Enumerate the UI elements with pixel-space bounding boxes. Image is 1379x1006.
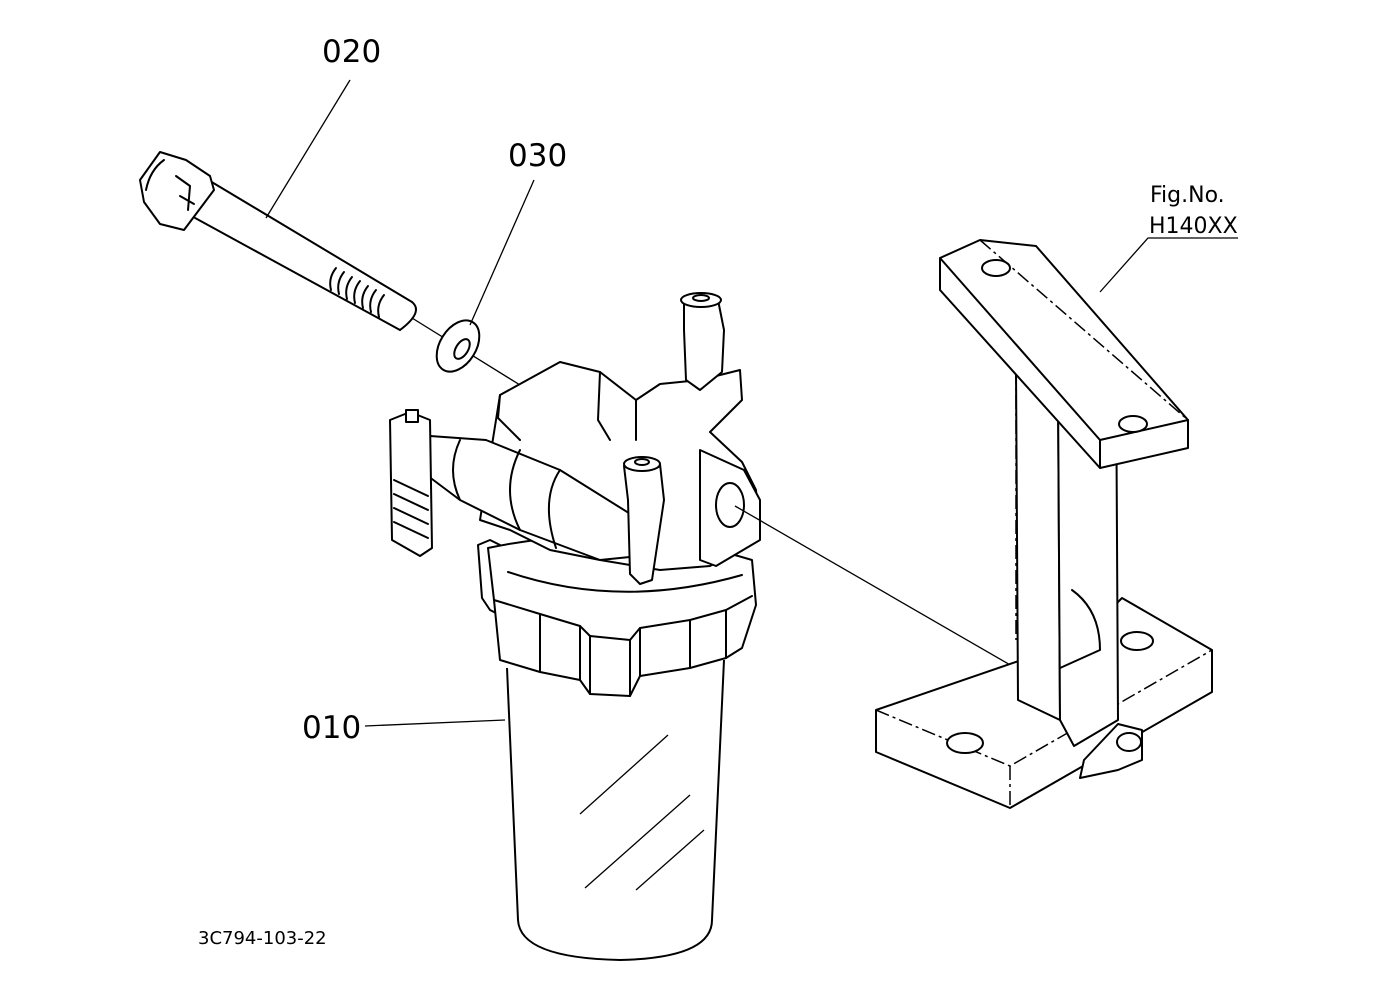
leader-020 — [265, 79, 351, 219]
figure-ref-label: Fig.No. — [1150, 183, 1225, 208]
callout-010: 010 — [302, 710, 361, 746]
outlet-nipple — [683, 299, 725, 391]
bracket-top-plate — [939, 239, 1189, 469]
washer-030 — [435, 319, 481, 373]
shutoff-lever — [389, 411, 433, 557]
lever-pipe — [427, 435, 641, 561]
bolt-020 — [139, 151, 417, 331]
callout-030: 030 — [508, 138, 567, 174]
leader-030 — [469, 179, 535, 326]
callout-020: 020 — [322, 34, 381, 70]
drawing-code: 3C794-103-22 — [198, 928, 327, 949]
filter-bowl — [506, 659, 725, 961]
fuel-filter-010 — [389, 292, 761, 961]
inlet-nipple — [623, 463, 665, 585]
leader-figure-ref — [1099, 237, 1238, 293]
leader-010 — [364, 719, 506, 727]
callout-leaders — [265, 79, 1238, 727]
bolt-threads — [329, 267, 385, 318]
mounting-bracket — [875, 239, 1213, 809]
figure-ref-number: H140XX — [1149, 214, 1238, 239]
